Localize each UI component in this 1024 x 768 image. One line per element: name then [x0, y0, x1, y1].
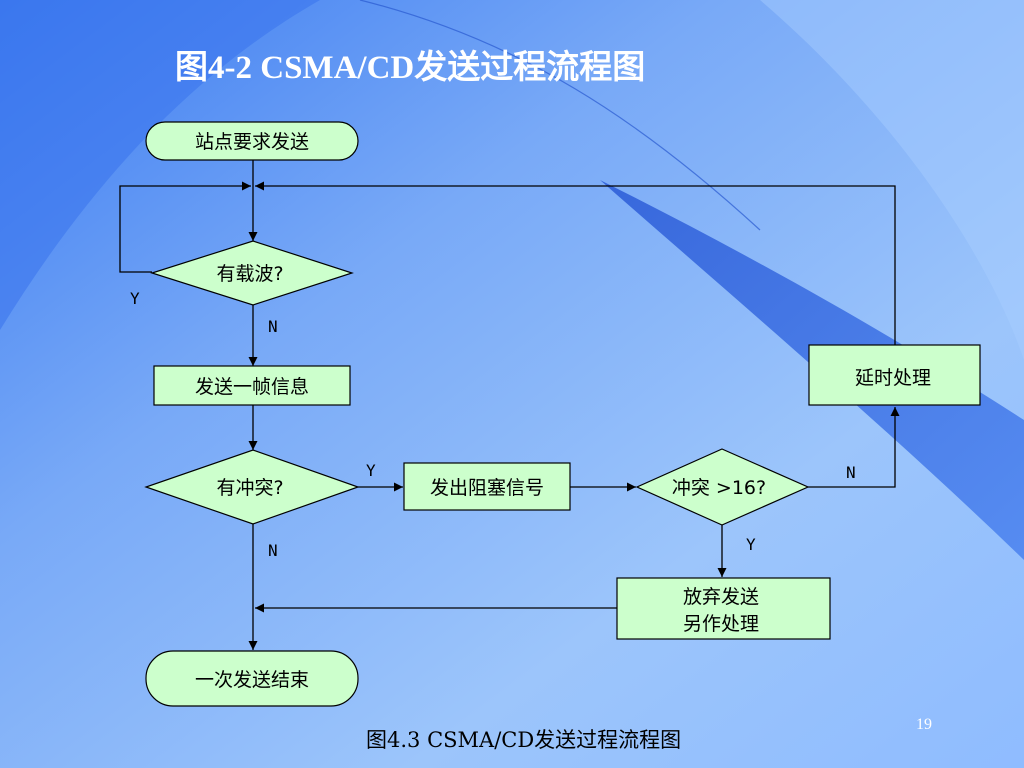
- node-abandon-label-line1: 放弃发送: [683, 586, 759, 608]
- node-delay: 延时处理: [808, 344, 981, 406]
- edge-carrier-yes-loop: [119, 181, 251, 273]
- node-carrier-check-label: 有载波?: [216, 263, 283, 285]
- node-jam-signal: 发出阻塞信号: [403, 462, 571, 511]
- label-collision-no: N: [268, 541, 278, 560]
- node-send-frame-label: 发送一帧信息: [195, 376, 309, 398]
- label-count-no: N: [846, 463, 856, 482]
- figure-caption: 图4.3 CSMA/CD发送过程流程图: [366, 728, 682, 752]
- edge-count-no-to-delay: [808, 407, 900, 488]
- node-collision-check: 有冲突?: [144, 449, 360, 525]
- label-collision-yes: Y: [366, 461, 376, 480]
- node-end: 一次发送结束: [145, 650, 359, 707]
- node-start: 站点要求发送: [145, 121, 359, 161]
- label-carrier-yes: Y: [130, 289, 140, 308]
- flow-edges: [119, 160, 900, 650]
- node-collision-count-check-label: 冲突 >16?: [672, 477, 766, 499]
- node-abandon: 放弃发送 另作处理: [616, 577, 831, 640]
- node-collision-check-label: 有冲突?: [216, 477, 283, 499]
- edge-labels: Y N Y N Y N: [130, 289, 856, 560]
- node-abandon-label-line2: 另作处理: [683, 613, 759, 635]
- node-end-label: 一次发送结束: [195, 669, 309, 691]
- node-jam-signal-label: 发出阻塞信号: [430, 477, 544, 499]
- edge-delay-back-to-carrier: [255, 181, 896, 345]
- node-send-frame: 发送一帧信息: [153, 365, 351, 406]
- node-delay-label: 延时处理: [855, 367, 931, 389]
- node-start-label: 站点要求发送: [195, 131, 309, 153]
- label-carrier-no: N: [268, 317, 278, 336]
- node-collision-count-check: 冲突 >16?: [635, 448, 810, 526]
- page-number: 19: [916, 716, 932, 733]
- slide-title: 图4-2 CSMA/CD发送过程流程图: [175, 50, 646, 86]
- node-carrier-check: 有载波?: [150, 240, 354, 306]
- label-count-yes: Y: [746, 535, 756, 554]
